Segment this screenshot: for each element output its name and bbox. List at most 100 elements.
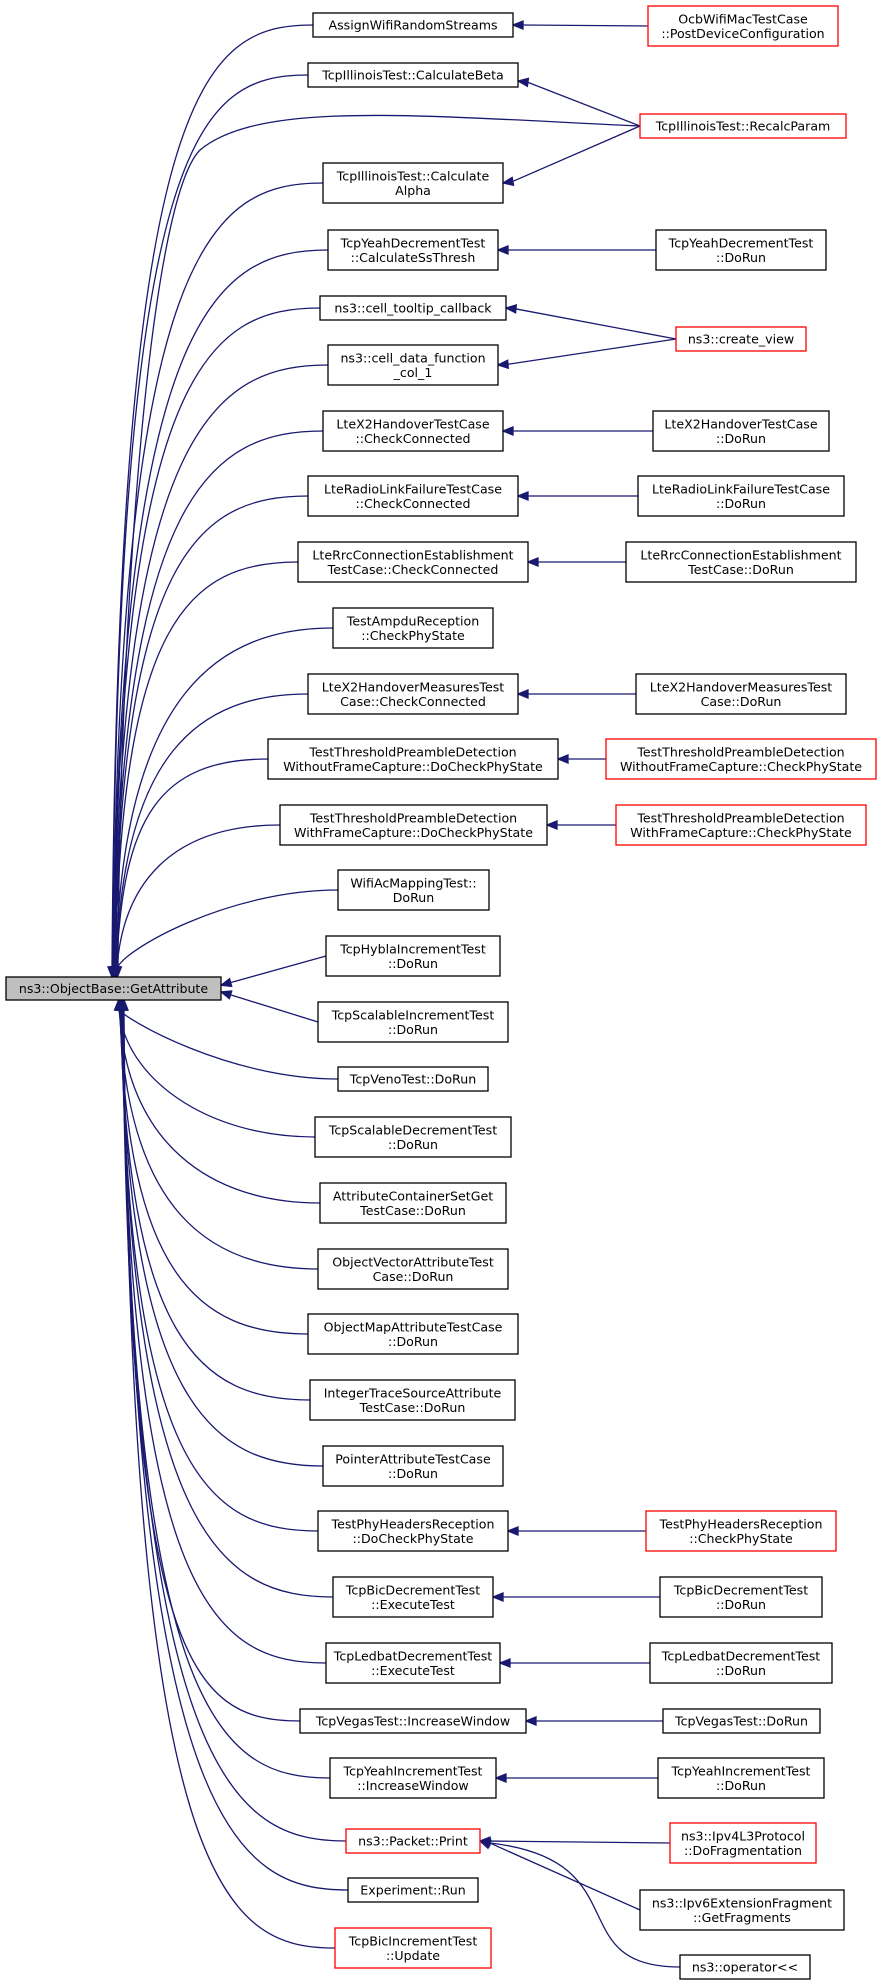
node-label-line: TestThresholdPreambleDetection <box>309 810 517 825</box>
graph-node-o12[interactable]: TcpBicDecrementTest::DoRun <box>659 1576 823 1618</box>
graph-node-c2[interactable]: TcpIllinoisTest::CalculateBeta <box>307 62 519 88</box>
graph-node-c21[interactable]: ObjectMapAttributeTestCase::DoRun <box>307 1313 519 1355</box>
graph-node-o6[interactable]: LteRadioLinkFailureTestCase::DoRun <box>637 475 845 517</box>
node-label-line: Alpha <box>395 183 431 198</box>
node-label-line: LteRrcConnectionEstablishment <box>640 547 841 562</box>
node-box <box>639 1889 845 1931</box>
graph-node-o5[interactable]: LteX2HandoverTestCase::DoRun <box>652 410 830 452</box>
node-box <box>317 1248 509 1290</box>
graph-node-c13[interactable]: TestThresholdPreambleDetectionWithFrameC… <box>279 804 548 846</box>
graph-node-c22[interactable]: IntegerTraceSourceAttributeTestCase::DoR… <box>309 1379 516 1421</box>
graph-node-c30[interactable]: Experiment::Run <box>347 1877 479 1903</box>
graph-node-c6[interactable]: ns3::cell_data_function_col_1 <box>327 344 499 386</box>
edge-c11-root <box>115 693 309 969</box>
graph-node-o3[interactable]: TcpYeahDecrementTest::DoRun <box>655 229 827 271</box>
graph-node-o2[interactable]: TcpIllinoisTest::RecalcParam <box>639 113 847 139</box>
edge-c5-root <box>113 307 321 969</box>
node-label-line: ::DoRun <box>388 956 438 971</box>
edge-c16-root <box>220 991 319 1023</box>
node-box <box>337 1066 489 1092</box>
node-label-line: TestCase::DoRun <box>687 562 794 577</box>
node-box <box>322 1445 504 1487</box>
graph-node-c29[interactable]: ns3::Packet::Print <box>345 1828 481 1854</box>
arrow-head-o2-c2 <box>516 77 530 88</box>
graph-node-c24[interactable]: TestPhyHeadersReception::DoCheckPhyState <box>317 1510 509 1552</box>
node-box <box>307 475 519 517</box>
node-box <box>647 5 839 47</box>
edge-c4-root <box>112 249 329 969</box>
edge-c3-root <box>112 182 324 969</box>
graph-node-c17[interactable]: TcpVenoTest::DoRun <box>337 1066 489 1092</box>
node-box <box>314 1116 512 1158</box>
graph-node-o14[interactable]: TcpVegasTest::DoRun <box>662 1708 821 1734</box>
node-box <box>345 1828 481 1854</box>
graph-node-o9[interactable]: TestThresholdPreambleDetectionWithoutFra… <box>605 738 877 780</box>
graph-node-o4[interactable]: ns3::create_view <box>675 326 807 352</box>
graph-node-o7[interactable]: LteRrcConnectionEstablishmentTestCase::D… <box>625 541 857 583</box>
graph-node-c27[interactable]: TcpVegasTest::IncreaseWindow <box>299 1708 527 1734</box>
node-box <box>639 113 847 139</box>
graph-node-c18[interactable]: TcpScalableDecrementTest::DoRun <box>314 1116 512 1158</box>
graph-nodes: ns3::ObjectBase::GetAttribute AssignWifiR… <box>5 5 877 1980</box>
graph-node-o15[interactable]: TcpYeahIncrementTest::DoRun <box>657 1757 825 1799</box>
graph-node-o18[interactable]: ns3::operator<< <box>679 1954 811 1980</box>
graph-node-root[interactable]: ns3::ObjectBase::GetAttribute <box>5 976 222 1001</box>
graph-node-c8[interactable]: LteRadioLinkFailureTestCase::CheckConnec… <box>307 475 519 517</box>
graph-node-o11[interactable]: TestPhyHeadersReception::CheckPhyState <box>645 1510 837 1552</box>
node-label-line: ::DoFragmentation <box>684 1843 802 1858</box>
node-label-line: TcpVenoTest::DoRun <box>349 1072 476 1087</box>
node-label-line: Case::DoRun <box>373 1269 454 1284</box>
graph-node-c26[interactable]: TcpLedbatDecrementTest::ExecuteTest <box>325 1642 501 1684</box>
arrow-head-o2-c3 <box>501 176 515 187</box>
node-label-line: ::CheckConnected <box>355 431 470 446</box>
graph-node-o13[interactable]: TcpLedbatDecrementTest::DoRun <box>649 1642 833 1684</box>
node-label-line: TestCase::DoRun <box>359 1203 466 1218</box>
graph-node-c28[interactable]: TcpYeahIncrementTest::IncreaseWindow <box>329 1757 497 1799</box>
node-label-line: ::DoRun <box>716 1663 766 1678</box>
graph-node-c12[interactable]: TestThresholdPreambleDetectionWithoutFra… <box>267 738 559 780</box>
node-box <box>5 976 222 1001</box>
graph-node-o17[interactable]: ns3::Ipv6ExtensionFragment::GetFragments <box>639 1889 845 1931</box>
graph-node-c1[interactable]: AssignWifiRandomStreams <box>312 12 514 38</box>
graph-node-c16[interactable]: TcpScalableIncrementTest::DoRun <box>317 1001 509 1043</box>
graph-node-c14[interactable]: WifiAcMappingTest::DoRun <box>337 869 490 911</box>
node-label-line: Case::DoRun <box>701 694 782 709</box>
node-label-line: ns3::Ipv6ExtensionFragment <box>652 1895 832 1910</box>
node-label-line: ::DoCheckPhyState <box>353 1531 474 1546</box>
node-box <box>327 229 499 271</box>
edge-c7-root <box>113 430 324 969</box>
graph-node-c25[interactable]: TcpBicDecrementTest::ExecuteTest <box>332 1576 494 1618</box>
node-label-line: ::DoRun <box>388 1466 438 1481</box>
node-label-line: ::DoRun <box>716 1778 766 1793</box>
graph-node-c15[interactable]: TcpHyblaIncrementTest::DoRun <box>325 935 501 977</box>
node-label-line: LteX2HandoverTestCase <box>336 416 489 431</box>
graph-node-o16[interactable]: ns3::Ipv4L3Protocol::DoFragmentation <box>669 1822 817 1864</box>
edge-c19-root <box>118 1008 321 1204</box>
node-label-line: ::DoRun <box>388 1334 438 1349</box>
node-label-line: ::DoRun <box>716 250 766 265</box>
node-box <box>649 1642 833 1684</box>
graph-node-o10[interactable]: TestThresholdPreambleDetectionWithFrameC… <box>615 804 867 846</box>
graph-node-c31[interactable]: TcpBicIncrementTest::Update <box>334 1927 492 1969</box>
graph-node-c7[interactable]: LteX2HandoverTestCase::CheckConnected <box>322 410 504 452</box>
node-label-line: ::ExecuteTest <box>371 1597 455 1612</box>
graph-node-c23[interactable]: PointerAttributeTestCase::DoRun <box>322 1445 504 1487</box>
node-box <box>662 1708 821 1734</box>
node-box <box>309 1379 516 1421</box>
arrow-head-o4-c6 <box>496 359 510 370</box>
node-box <box>297 541 529 583</box>
graph-node-c9[interactable]: LteRrcConnectionEstablishmentTestCase::C… <box>297 541 529 583</box>
graph-node-c11[interactable]: LteX2HandoverMeasuresTestCase::CheckConn… <box>307 673 519 715</box>
graph-node-c10[interactable]: TestAmpduReception::CheckPhyState <box>332 607 494 649</box>
graph-node-c4[interactable]: TcpYeahDecrementTest::CalculateSsThresh <box>327 229 499 271</box>
node-label-line: ::CheckPhyState <box>361 628 465 643</box>
node-label-line: TcpBicDecrementTest <box>345 1582 480 1597</box>
graph-node-c5[interactable]: ns3::cell_tooltip_callback <box>319 295 507 321</box>
node-label-line: TestCase::DoRun <box>359 1400 466 1415</box>
edge-o4-c5 <box>515 308 677 340</box>
graph-node-o1[interactable]: OcbWifiMacTestCase::PostDeviceConfigurat… <box>647 5 839 47</box>
